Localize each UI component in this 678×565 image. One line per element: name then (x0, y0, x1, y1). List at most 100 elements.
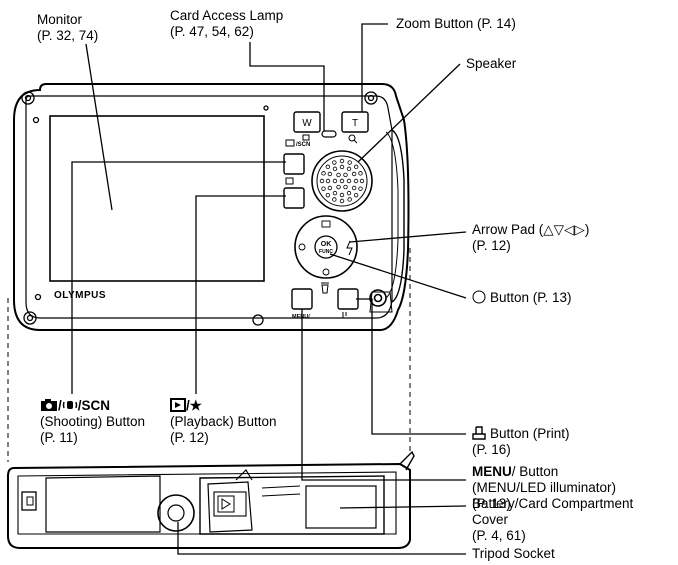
speaker-hole (327, 171, 333, 177)
ok-text: OK (321, 241, 332, 248)
menu-mark: MENU/ (292, 314, 310, 320)
playback-page: (P. 12) (170, 430, 209, 445)
play-icon (285, 177, 294, 185)
shooting-slash: / (58, 398, 62, 413)
speaker-hole (346, 166, 352, 172)
monitor-page: (P. 32, 74) (37, 28, 99, 43)
speaker-hole (339, 178, 345, 184)
speaker-hole (343, 172, 348, 178)
speaker-hole (325, 192, 331, 198)
camera-bottom (7, 450, 415, 549)
print-icon (342, 312, 353, 319)
print-button[interactable] (337, 288, 359, 310)
menu-label: MENU/ Button (MENU/LED illuminator) (P. … (472, 464, 616, 512)
speaker (311, 150, 373, 212)
card-access-lamp (321, 130, 337, 138)
tripod-name: Tripod Socket (472, 546, 555, 561)
zoom-t-key[interactable] (341, 111, 369, 133)
battery-page: (P. 4, 61) (472, 528, 526, 543)
tripod-socket (157, 494, 195, 532)
speaker-hole (339, 198, 345, 204)
w-key-label: W (302, 118, 312, 129)
print-name: Button (Print) (490, 426, 570, 441)
print-page: (P. 16) (472, 442, 511, 457)
trash-icon (321, 282, 329, 294)
ok-func-button[interactable] (314, 235, 338, 259)
exposure-icon (321, 220, 331, 228)
card-lamp-label: Card Access Lamp (P. 47, 54, 62) (170, 8, 283, 40)
speaker-hole (347, 160, 352, 165)
playback-name: (Playback) Button (170, 414, 277, 429)
speaker-hole (332, 190, 338, 196)
speaker-hole (327, 185, 333, 191)
speaker-hole (358, 171, 363, 176)
shooting-label: / /SCN (Shooting) Button (P. 11) (40, 398, 146, 445)
menu-page: (P. 13) (472, 496, 511, 511)
battery-line1: Battery/Card Compartment (472, 496, 634, 511)
zoom-label: Zoom Button (P. 14) (396, 16, 516, 32)
arrow-pad[interactable] (294, 215, 358, 279)
speaker-hole (339, 158, 345, 164)
battery-cover-label: Battery/Card Compartment Cover (P. 4, 61… (472, 496, 633, 544)
func-text: FUNC (319, 249, 333, 255)
play-icon (170, 398, 186, 412)
speaker-hole (319, 178, 325, 184)
print-icon (472, 426, 486, 440)
speaker-hole (321, 171, 326, 176)
speaker-holes (319, 158, 365, 204)
arrow-pad-name: Arrow Pad ( (472, 222, 544, 237)
mode-buttons (283, 139, 305, 209)
menu-button[interactable] (291, 288, 313, 310)
leader-lines (71, 23, 467, 555)
speaker-hole (351, 185, 357, 191)
speaker-label: Speaker (466, 56, 516, 72)
speaker-hole (347, 197, 352, 202)
card-lamp-page: (P. 47, 54, 62) (170, 24, 254, 39)
card-lamp-name: Card Access Lamp (170, 8, 284, 23)
speaker-hole (336, 172, 341, 178)
arrow-pad-label: Arrow Pad (△▽◁▷) (P. 12) (472, 222, 589, 254)
menu-bold: MENU (472, 464, 512, 479)
speaker-hole (353, 178, 359, 184)
speaker-hole (346, 190, 352, 196)
zoom-keys (293, 111, 369, 144)
ok-button-name: Button (P. 13) (490, 290, 572, 305)
speaker-hole (353, 164, 359, 170)
camera-icon (285, 139, 295, 147)
t-key-label: T (352, 118, 358, 129)
arrow-pad-close: ) (584, 222, 590, 237)
menu-desc: (MENU/LED illuminator) (472, 480, 617, 495)
view-guides (7, 248, 411, 462)
tripod-label: Tripod Socket (472, 546, 555, 562)
shooting-name: (Shooting) Button (40, 414, 146, 429)
speaker-hole (351, 171, 357, 177)
ok-func-icon (472, 290, 486, 304)
speaker-hole (325, 178, 331, 184)
shooting-button[interactable] (283, 153, 305, 175)
print-label: Button (Print) (P. 16) (472, 426, 570, 458)
camera-icon (41, 399, 57, 411)
arrow-pad-page: (P. 12) (472, 238, 511, 253)
arrow-symbols-icon: △▽◁▷ (543, 222, 585, 237)
flash-icon (346, 240, 353, 256)
zoom-name: Zoom Button (P. 14) (396, 16, 516, 31)
hand-shake-icon (62, 401, 77, 409)
brand-logo: OLYMPUS (54, 290, 106, 301)
speaker-hole (325, 164, 331, 170)
speaker-hole (332, 166, 338, 172)
speaker-hole (358, 186, 363, 191)
battery-line2: Cover (472, 512, 509, 527)
corner-screws (21, 91, 378, 326)
monitor-label: Monitor (P. 32, 74) (37, 12, 98, 44)
battery-card-cover (199, 475, 385, 535)
zoom-w-key[interactable] (293, 111, 321, 133)
scn-mark: /SCN (296, 142, 310, 148)
speaker-hole (339, 164, 345, 170)
speaker-hole (332, 178, 338, 184)
monitor-screen (49, 115, 265, 282)
monitor-name: Monitor (37, 12, 83, 27)
speaker-hole (339, 192, 345, 198)
playback-button[interactable] (283, 187, 305, 209)
ok-button-label: Button (P. 13) (472, 290, 572, 306)
